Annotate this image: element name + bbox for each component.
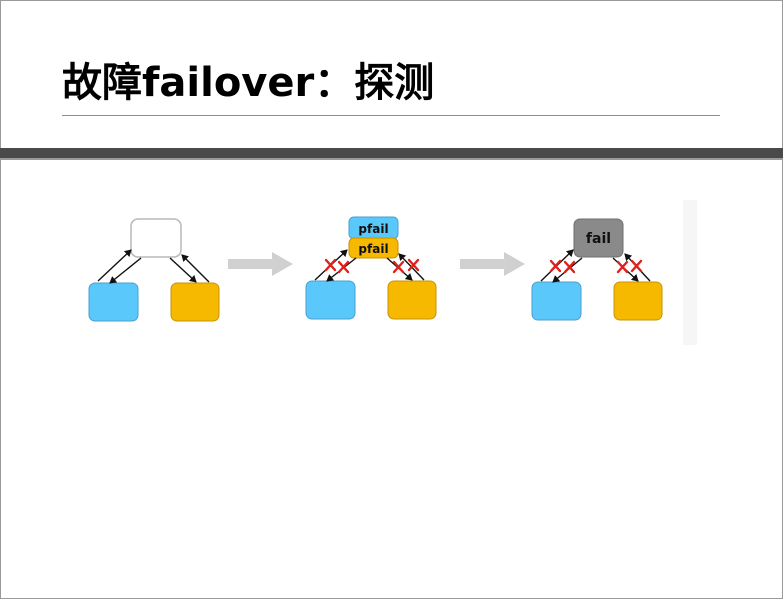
replica-node-blue	[531, 281, 582, 321]
stage-fail: fail	[531, 218, 663, 321]
stage-pfail: pfail pfail	[305, 216, 437, 320]
watermark-strip	[683, 200, 697, 345]
pfail-label: pfail	[358, 242, 388, 256]
replica-node-blue	[88, 282, 139, 322]
pfail-label: pfail	[358, 222, 388, 236]
replica-node-orange	[387, 280, 437, 320]
pfail-badge-orange	[348, 237, 399, 259]
link-arrow	[109, 257, 142, 284]
header-band-shadow	[0, 158, 783, 160]
transition-arrow	[460, 252, 525, 276]
link-arrow	[181, 254, 210, 283]
stage-normal	[88, 218, 220, 322]
transition-arrow	[228, 252, 293, 276]
fail-label: fail	[586, 231, 611, 247]
cross-icon	[324, 258, 420, 274]
replica-node-orange	[170, 282, 220, 322]
link-arrow	[169, 257, 197, 283]
title-divider	[62, 115, 720, 116]
replica-node-orange	[613, 281, 663, 321]
slide-title: 故障failover：探测	[62, 60, 435, 106]
replica-node-blue	[305, 280, 356, 320]
link-arrow	[97, 249, 132, 282]
master-node	[130, 218, 182, 258]
header-band	[0, 148, 783, 158]
cross-icon	[549, 259, 643, 274]
failed-master-node	[573, 218, 624, 258]
